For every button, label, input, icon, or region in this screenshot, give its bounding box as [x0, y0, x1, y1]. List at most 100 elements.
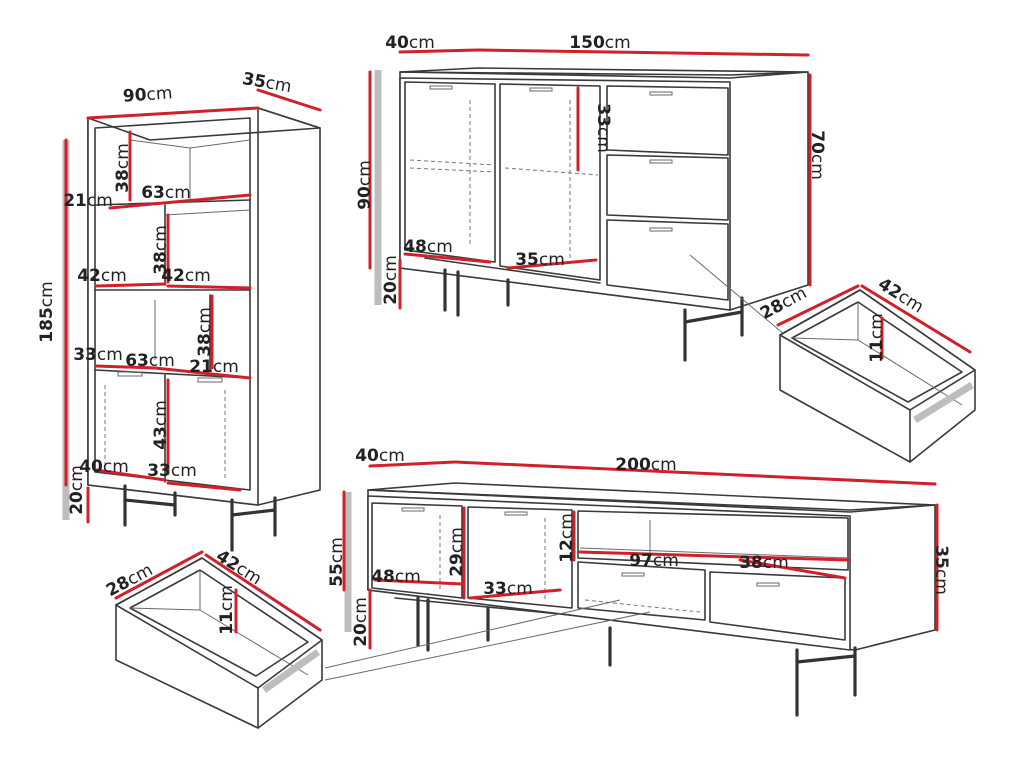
dimension-unit: cm	[867, 313, 887, 339]
dimension-value: 21	[63, 191, 87, 211]
tv-open-depth-label: 38cm	[739, 553, 789, 573]
tv-drawer-drawing	[115, 557, 323, 729]
dimension-value: 33	[483, 579, 507, 599]
dimension-unit: cm	[185, 266, 211, 286]
bookcase-third-left-label: 33cm	[73, 345, 123, 365]
dimension-value: 20	[67, 491, 87, 515]
tv-inner-width-label: 48cm	[371, 567, 421, 587]
bookcase-third-height-label: 38cm	[195, 307, 215, 357]
sideboard-drawer-drawing	[779, 289, 976, 463]
tv-body-label: 35cm	[931, 545, 951, 595]
dimension-unit: cm	[653, 551, 679, 571]
bookcase-drawing	[62, 107, 321, 552]
dimension-value: 38	[151, 251, 171, 275]
bookcase-depth-label: 35cm	[241, 69, 293, 97]
bookcase-second-right-label: 42cm	[161, 266, 211, 286]
dimension-unit: cm	[557, 513, 577, 539]
sideboard-legs-label: 20cm	[381, 255, 401, 305]
dimension-unit: cm	[381, 255, 401, 281]
tv-open-height-label: 12cm	[557, 513, 577, 563]
dimension-value: 185	[37, 307, 57, 343]
dimension-value: 11	[867, 339, 887, 363]
tv-stand-drawing	[324, 482, 936, 717]
sideboard-inner-width-line	[403, 252, 492, 264]
dimension-unit: cm	[379, 446, 405, 466]
bookcase-second-height-label: 38cm	[151, 225, 171, 275]
sideboard-drawer-height-label: 11cm	[867, 313, 887, 363]
dimension-value: 63	[125, 351, 149, 371]
bookcase-depth-line	[256, 88, 322, 112]
dimension-unit: cm	[605, 33, 631, 53]
dimension-value: 48	[403, 237, 427, 257]
tv-inner-width-line	[373, 578, 464, 586]
sideboard-body-label: 70cm	[807, 130, 827, 180]
dimension-value: 40	[355, 446, 379, 466]
dimension-value: 90	[122, 85, 147, 107]
dimension-unit: cm	[146, 83, 173, 105]
dimension-value: 40	[79, 457, 103, 477]
sideboard-depth-label: 40cm	[385, 33, 435, 53]
dimension-unit: cm	[97, 345, 123, 365]
tv-width-label: 200cm	[615, 455, 676, 475]
dimension-unit: cm	[103, 457, 129, 477]
sideboard-inner-depth-line	[506, 258, 598, 270]
dimension-unit: cm	[351, 597, 371, 623]
dimension-value: 48	[371, 567, 395, 587]
bookcase-top-shelf-width-label: 63cm	[141, 183, 191, 203]
dimension-value: 70	[807, 130, 827, 154]
tv-legs-label: 20cm	[351, 597, 371, 647]
dimension-unit: cm	[213, 357, 239, 377]
tv-depth-line	[368, 460, 457, 468]
bookcase-legs-label: 20cm	[67, 465, 87, 515]
sideboard-width-label: 150cm	[569, 33, 630, 53]
bookcase-bottom-left-label: 40cm	[79, 457, 129, 477]
dimension-unit: cm	[539, 250, 565, 270]
bookcase-third-depth-label: 21cm	[189, 357, 239, 377]
bookcase-width-line	[86, 106, 260, 120]
dimension-value: 21	[189, 357, 213, 377]
bookcase-height-label: 185cm	[37, 281, 57, 342]
sideboard-width-line	[476, 48, 810, 57]
bookcase-bottom-right-label: 33cm	[147, 461, 197, 481]
dimension-unit: cm	[217, 585, 237, 611]
dimension-value: 11	[217, 611, 237, 635]
dimension-value: 20	[351, 623, 371, 647]
dimension-unit: cm	[763, 553, 789, 573]
dimension-unit: cm	[931, 569, 951, 595]
dimension-value: 35	[241, 69, 268, 93]
dimension-unit: cm	[87, 191, 113, 211]
bookcase-top-shelf-width-line	[108, 193, 252, 210]
dimension-unit: cm	[67, 465, 87, 491]
dimension-value: 200	[615, 455, 651, 475]
dimension-value: 33	[147, 461, 171, 481]
bookcase-third-left-line	[94, 364, 157, 370]
bookcase-width-label: 90cm	[122, 83, 173, 106]
tv-open-width-label: 97cm	[629, 551, 679, 571]
dimension-value: 90	[355, 186, 375, 210]
bookcase-second-left-label: 42cm	[77, 266, 127, 286]
bookcase-second-left-line	[94, 282, 167, 288]
dimension-value: 38	[195, 333, 215, 357]
dimension-value: 43	[151, 426, 171, 450]
tv-width-line	[453, 460, 937, 486]
dimension-unit: cm	[651, 455, 677, 475]
dimension-unit: cm	[447, 527, 467, 553]
dimension-unit: cm	[165, 183, 191, 203]
sideboard-inner-height-label: 33cm	[593, 103, 613, 153]
tv-height-label: 55cm	[327, 537, 347, 587]
bookcase-third-width-label: 63cm	[125, 351, 175, 371]
dimension-value: 12	[557, 539, 577, 563]
bookcase-bottom-height-label: 43cm	[151, 400, 171, 450]
dimension-value: 38	[113, 169, 133, 193]
dimension-unit: cm	[171, 461, 197, 481]
dimension-value: 42	[161, 266, 185, 286]
dimension-value: 33	[73, 345, 97, 365]
dimension-value: 35	[515, 250, 539, 270]
dimension-unit: cm	[151, 400, 171, 426]
dimension-value: 42	[77, 266, 101, 286]
dimension-value: 29	[447, 553, 467, 577]
bookcase-third-width-line	[153, 366, 252, 380]
dimension-unit: cm	[149, 351, 175, 371]
dimension-unit: cm	[151, 225, 171, 251]
sideboard-depth-line	[398, 48, 480, 54]
